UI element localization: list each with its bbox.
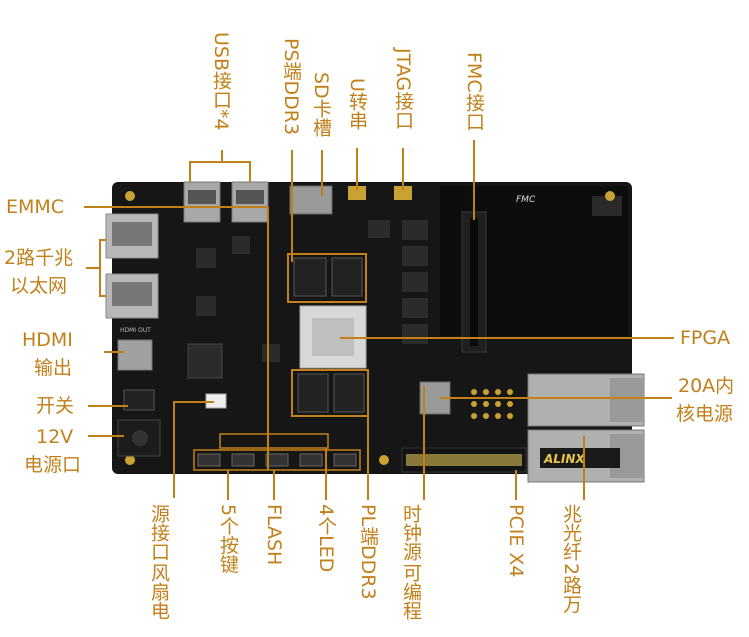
label-ps-ddr3: PS端DDR3 [280, 38, 302, 136]
sd-slot [289, 185, 333, 215]
label-sfp-2: 兆光纤 [560, 504, 582, 561]
label-hdmi-1: HDMI [22, 329, 73, 351]
label-keys: 5个按键 [217, 504, 239, 574]
leds-box [219, 433, 329, 449]
label-clock-1: 可编程 [400, 563, 422, 620]
fmc-silk: FMC [516, 195, 536, 205]
ethernet-ports [105, 213, 159, 319]
hdmi-port [117, 339, 153, 371]
label-core-power-2: 核电源 [676, 403, 734, 425]
flash-chip [262, 344, 280, 362]
label-ethernet-2: 以太网 [10, 275, 68, 297]
label-power-1: 12V [36, 426, 74, 448]
label-core-power-1: 20A内 [678, 375, 735, 397]
pcie-edge [401, 447, 527, 473]
hdmi-silk: HDMI OUT [120, 327, 151, 334]
label-ethernet-1: 2路千兆 [4, 247, 74, 269]
ps-ddr3-chips [287, 253, 367, 303]
power-switch [123, 389, 155, 411]
label-power-2: 电源口 [24, 454, 82, 476]
label-pcie: PCIE X4 [505, 504, 527, 578]
label-clock: 可编程 时钟源 [400, 504, 422, 620]
label-fan-1: 风扇电 [148, 563, 170, 620]
leader-lines [84, 140, 674, 500]
label-clock-2: 时钟源 [400, 504, 422, 561]
label-leds: 4个LED [315, 504, 337, 573]
label-switch: 开关 [36, 395, 75, 417]
label-emmc: EMMC [6, 196, 65, 218]
label-fpga: FPGA [680, 327, 731, 349]
keys-box [193, 449, 361, 471]
label-fan-2: 源接口 [148, 504, 170, 561]
label-usb: USB接口*4 [210, 32, 232, 131]
label-sd: SD卡槽 [310, 72, 332, 137]
keys [197, 453, 357, 467]
label-fmc: FMC接口 [463, 52, 485, 131]
label-fan: 风扇电 源接口 [148, 504, 170, 620]
label-flash: FLASH [263, 504, 285, 566]
alinx-logo: ALINX [543, 452, 585, 466]
label-sfp-1: 2路万 [560, 563, 582, 614]
label-hdmi-2: 输出 [34, 357, 73, 379]
label-jtag: JTAG接口 [392, 48, 414, 130]
label-pl-ddr3: PL端DDR3 [357, 504, 379, 600]
pl-ddr3-chips [291, 369, 369, 417]
fmc-connector [461, 211, 487, 353]
label-uart: U转串 [346, 78, 368, 130]
label-sfp: 2路万 兆光纤 [560, 504, 582, 613]
